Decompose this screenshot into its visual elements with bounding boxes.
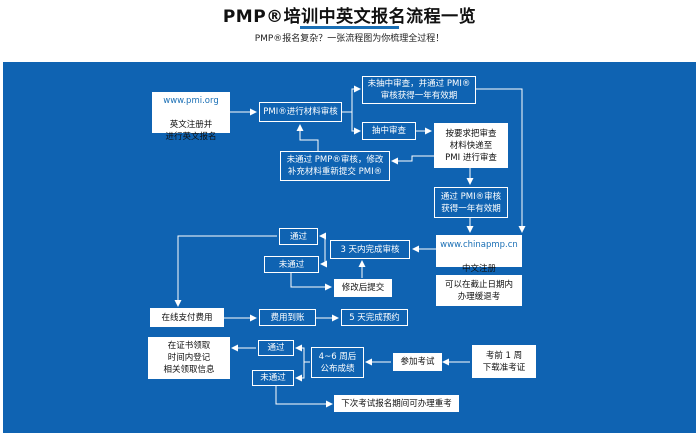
node-pmi-review: PMI®进行材料审核 bbox=[259, 102, 342, 122]
arrow-results-to-fail2 bbox=[295, 362, 305, 382]
node-failed-review: 未通过 PMP®审核，修改 补充材料重新提交 PMI® bbox=[280, 151, 390, 181]
chinapmp-register-text: 中文注册 bbox=[461, 264, 496, 274]
arrow-review-to-not-audited bbox=[342, 85, 361, 113]
arrow-send-to-failed bbox=[391, 155, 441, 165]
node-fee-received: 费用到账 bbox=[259, 309, 316, 326]
chinapmp-link[interactable]: www.chinapmp.cn bbox=[440, 240, 518, 250]
node-fail-1: 未通过 bbox=[264, 256, 319, 273]
node-fail-2: 未通过 bbox=[252, 370, 294, 386]
page-subtitle: PMP®报名复杂？一张流程图为你梳理全过程！ bbox=[254, 34, 445, 44]
page-title: PMP®培训中英文报名流程一览 bbox=[222, 7, 477, 27]
node-not-audited: 未抽中审查，并通过 PMI® 审核获得一年有效期 bbox=[362, 76, 476, 104]
arrow-review3-to-pass1 bbox=[319, 232, 326, 249]
arrow-review-to-audited bbox=[351, 112, 361, 135]
pmi-register-text: 英文注册并 进行英文报名 bbox=[165, 119, 217, 142]
node-retake: 下次考试报名期间可办理重考 bbox=[334, 395, 459, 412]
node-certificate-collection: 在证书领取 时间内登记 相关领取信息 bbox=[148, 337, 230, 379]
pmi-link[interactable]: www.pmi.org bbox=[163, 95, 219, 106]
node-revise-resubmit: 修改后提交 bbox=[334, 279, 392, 297]
arrow-results-to-pass2 bbox=[295, 344, 305, 362]
flowchart-panel bbox=[3, 62, 696, 433]
node-pmi-register: www.pmi.org 英文注册并 进行英文报名 bbox=[152, 92, 230, 142]
node-online-payment: 在线支付费用 bbox=[150, 308, 224, 327]
arrow-not-audited-to-chinapmp bbox=[476, 88, 526, 233]
node-pass-2: 通过 bbox=[258, 340, 294, 356]
node-review-3days: 3 天内完成审核 bbox=[330, 240, 410, 259]
arrow-fail1-to-revise bbox=[290, 272, 332, 291]
node-results: 4~6 周后 公布成绩 bbox=[311, 347, 364, 378]
node-audited: 抽中审查 bbox=[362, 122, 416, 140]
arrow-fail2-to-retake bbox=[275, 386, 333, 408]
node-booking-5days: 5 天完成预约 bbox=[341, 309, 408, 326]
title-underline bbox=[300, 26, 399, 29]
node-deadline-postpone: 可以在截止日期内 办理缓退考 bbox=[436, 275, 522, 306]
node-take-exam: 参加考试 bbox=[393, 353, 442, 371]
node-pass-1: 通过 bbox=[279, 228, 318, 245]
node-passed-review: 通过 PMI®审核 获得一年有效期 bbox=[434, 187, 508, 218]
node-chinapmp-register: www.chinapmp.cn 中文注册 bbox=[436, 235, 522, 274]
arrow-review3-to-fail1 bbox=[320, 249, 327, 268]
arrow-failed-to-review bbox=[296, 124, 319, 151]
node-send-materials: 按要求把审查 材料快递至 PMI 进行审查 bbox=[434, 123, 508, 168]
arrow-pass1-to-pay bbox=[174, 235, 277, 307]
node-admission-ticket: 考前 1 周 下载准考证 bbox=[472, 345, 536, 378]
